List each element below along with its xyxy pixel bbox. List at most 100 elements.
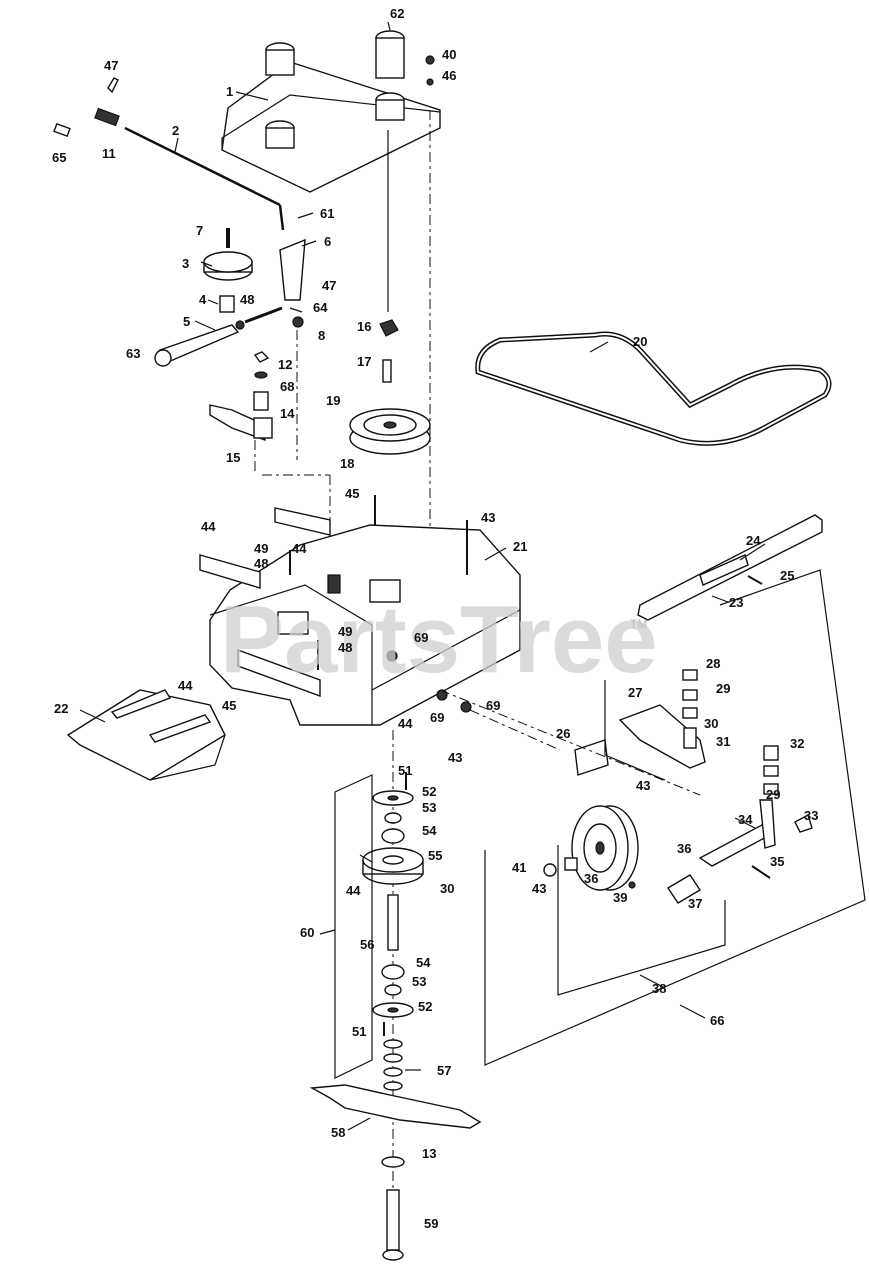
callout-57: 57: [437, 1063, 451, 1078]
callout-46: 46: [442, 68, 456, 83]
callout-63: 63: [126, 346, 140, 361]
callout-36: 36: [677, 841, 691, 856]
callout-47: 47: [104, 58, 118, 73]
callout-53: 53: [422, 800, 436, 815]
drive-pulley: [543, 805, 701, 904]
callout-19: 19: [326, 393, 340, 408]
callout-66: 66: [710, 1013, 724, 1028]
callout-23: 23: [729, 595, 743, 610]
callout-8: 8: [318, 328, 325, 343]
callout-45-repeat: 45: [222, 698, 236, 713]
callout-4: 4: [199, 292, 207, 307]
callout-49-repeat: 49: [338, 624, 352, 639]
blade-spindle: [309, 730, 482, 1261]
watermark: PartsTree TM: [220, 586, 658, 693]
callout-47-repeat: 47: [322, 278, 336, 293]
callout-22: 22: [54, 701, 68, 716]
callout-55: 55: [428, 848, 442, 863]
callout-48: 48: [240, 292, 254, 307]
callout-37: 37: [688, 896, 702, 911]
callout-62: 62: [390, 6, 404, 21]
callout-41: 41: [512, 860, 526, 875]
callout-52: 52: [422, 784, 436, 799]
callout-43-repeat: 43: [448, 750, 462, 765]
callout-21: 21: [513, 539, 527, 554]
callout-48-repeat: 48: [254, 556, 268, 571]
callout-54-repeat: 54: [416, 955, 431, 970]
callout-20: 20: [633, 334, 647, 349]
callout-69-repeat: 69: [430, 710, 444, 725]
callout-65: 65: [52, 150, 66, 165]
leader-lines: [79, 21, 766, 1131]
callout-60: 60: [300, 925, 314, 940]
callout-51: 51: [352, 1024, 366, 1039]
callout-38: 38: [652, 981, 666, 996]
callout-15: 15: [226, 450, 240, 465]
callout-44-repeat: 44: [292, 541, 307, 556]
callout-64: 64: [313, 300, 328, 315]
callout-58: 58: [331, 1125, 345, 1140]
callout-33: 33: [804, 808, 818, 823]
callout-44-repeat-2: 44: [178, 678, 193, 693]
callout-44: 44: [201, 519, 216, 534]
callout-44-repeat-3: 44: [398, 716, 413, 731]
callout-49: 49: [254, 541, 268, 556]
callout-12: 12: [278, 357, 292, 372]
callout-53-repeat: 53: [412, 974, 426, 989]
callout-27: 27: [628, 685, 642, 700]
callout-44-repeat-4: 44: [346, 883, 361, 898]
callout-35: 35: [770, 854, 784, 869]
callout-51-repeat: 51: [398, 763, 412, 778]
assembly-outlines: [254, 330, 866, 1079]
callout-28: 28: [706, 656, 720, 671]
callout-48-repeat-2: 48: [338, 640, 352, 655]
callout-34: 34: [738, 812, 753, 827]
control-rod: [53, 77, 285, 231]
callout-18: 18: [340, 456, 354, 471]
callout-61: 61: [320, 206, 334, 221]
callout-11: 11: [102, 146, 116, 161]
callout-56: 56: [360, 937, 374, 952]
left-linkage: [154, 228, 306, 441]
callout-39: 39: [613, 890, 627, 905]
discharge-chute: [66, 689, 226, 781]
callout-69-repeat-2: 69: [486, 698, 500, 713]
spindle-pulley: [349, 55, 832, 580]
callout-14: 14: [280, 406, 295, 421]
callout-29-repeat: 29: [766, 787, 780, 802]
callout-17: 17: [357, 354, 371, 369]
callout-45: 45: [345, 486, 359, 501]
watermark-trademark: TM: [630, 617, 647, 631]
callout-40: 40: [442, 47, 456, 62]
idler-bracket: [574, 669, 813, 879]
callout-2: 2: [172, 123, 179, 138]
callout-54: 54: [422, 823, 437, 838]
watermark-text: PartsTree: [220, 586, 658, 693]
callout-31: 31: [716, 734, 730, 749]
callout-43-repeat-2: 43: [636, 778, 650, 793]
callout-68: 68: [280, 379, 294, 394]
callout-30-repeat: 30: [440, 881, 454, 896]
callout-69: 69: [414, 630, 428, 645]
mower-deck: [199, 495, 521, 726]
callout-36-repeat: 36: [584, 871, 598, 886]
top-plate: [221, 30, 441, 193]
callout-32: 32: [790, 736, 804, 751]
adjustment-arm: [637, 514, 823, 621]
callout-43: 43: [481, 510, 495, 525]
callout-5: 5: [183, 314, 190, 329]
callout-1: 1: [226, 84, 233, 99]
callout-52-repeat: 52: [418, 999, 432, 1014]
callout-30: 30: [704, 716, 718, 731]
callout-59: 59: [424, 1216, 438, 1231]
callout-29: 29: [716, 681, 730, 696]
callout-13: 13: [422, 1146, 436, 1161]
callout-24: 24: [746, 533, 761, 548]
callout-16: 16: [357, 319, 371, 334]
callout-6: 6: [324, 234, 331, 249]
callout-3: 3: [182, 256, 189, 271]
callout-25: 25: [780, 568, 794, 583]
callout-7: 7: [196, 223, 203, 238]
callout-43-repeat-3: 43: [532, 881, 546, 896]
